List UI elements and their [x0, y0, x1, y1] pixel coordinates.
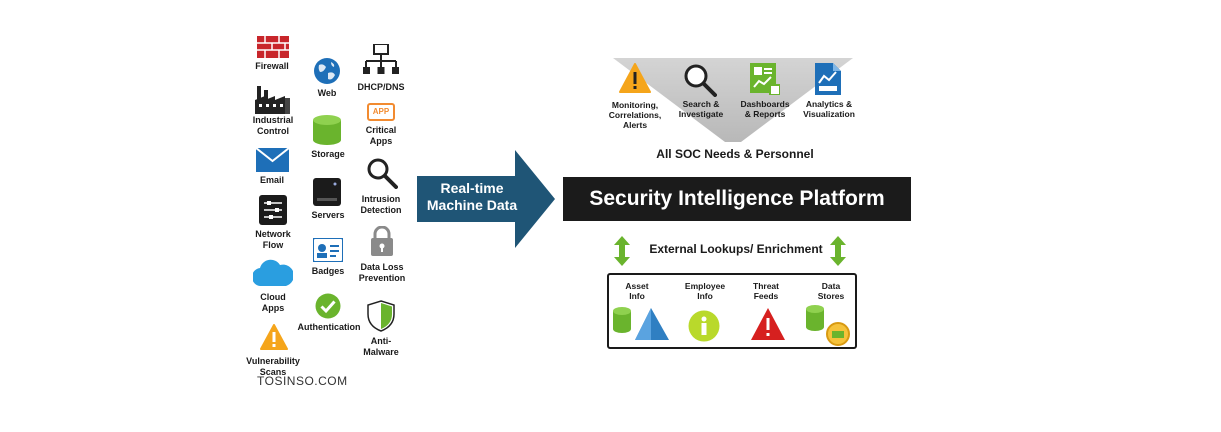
source-label: Storage [311, 149, 345, 159]
function-label: Search & Investigate [678, 99, 724, 119]
server-icon [313, 178, 341, 206]
enrichment-label: Asset Info [625, 281, 649, 301]
asset-info-icon [613, 307, 669, 340]
source-label: Cloud Apps [260, 292, 286, 313]
enrichment-label: Employee Info [684, 281, 726, 301]
checkmark-icon [315, 293, 341, 319]
up-down-arrow-icon [614, 236, 630, 266]
dashboard-icon [750, 63, 780, 95]
source-label: Servers [311, 210, 345, 220]
magnifier-icon [367, 158, 398, 189]
up-down-arrow-icon [830, 236, 846, 266]
platform-title: Security Intelligence Platform [563, 177, 911, 221]
source-label: DHCP/DNS [357, 82, 405, 92]
analytics-icon [815, 63, 841, 95]
source-label: Firewall [255, 61, 289, 71]
source-label: Intrusion Detection [360, 194, 402, 215]
source-label: Authentication [297, 322, 361, 332]
source-label: Data Loss Prevention [358, 262, 406, 283]
shield-icon [367, 300, 395, 332]
dhcp-network-icon [363, 44, 399, 74]
cloud-icon [253, 259, 293, 286]
firewall-icon [257, 36, 289, 58]
arrow-label: Real-time Machine Data [426, 180, 518, 213]
badge-icon [313, 238, 343, 262]
warning-icon [260, 324, 288, 350]
network-flow-icon [259, 195, 287, 225]
funnel-background [613, 58, 853, 142]
search-icon [684, 64, 717, 97]
source-label: Critical Apps [365, 125, 397, 146]
info-icon [688, 310, 720, 342]
lock-icon [371, 226, 393, 256]
email-icon [256, 148, 289, 172]
enrichment-box [607, 273, 857, 349]
enrichment-label: Data Stores [817, 281, 845, 301]
function-label: Dashboards & Reports [740, 99, 790, 119]
source-label: Email [259, 175, 284, 185]
function-label: Analytics & Visualization [803, 99, 855, 119]
storage-icon [313, 115, 341, 145]
source-label: Industrial Control [252, 115, 294, 136]
threat-icon [751, 308, 785, 340]
globe-icon [314, 58, 340, 84]
source-label: Vulnerability Scans [246, 356, 300, 377]
source-label: Badges [311, 266, 345, 276]
app-icon: APP [367, 103, 395, 121]
enrichment-label: Threat Feeds [753, 281, 779, 301]
source-label: Network Flow [255, 229, 291, 250]
factory-icon [255, 86, 290, 114]
soc-needs-label: All SOC Needs & Personnel [656, 147, 814, 161]
external-lookups-label: External Lookups/ Enrichment [649, 242, 823, 256]
data-store-icon [806, 305, 850, 346]
watermark: TOSINSO.COM [257, 374, 348, 388]
source-label: Web [317, 88, 337, 98]
data-flow-arrow [417, 150, 555, 248]
function-label: Monitoring, Correlations, Alerts [608, 100, 662, 130]
alert-icon [619, 63, 651, 93]
source-label: Anti- Malware [363, 336, 399, 357]
